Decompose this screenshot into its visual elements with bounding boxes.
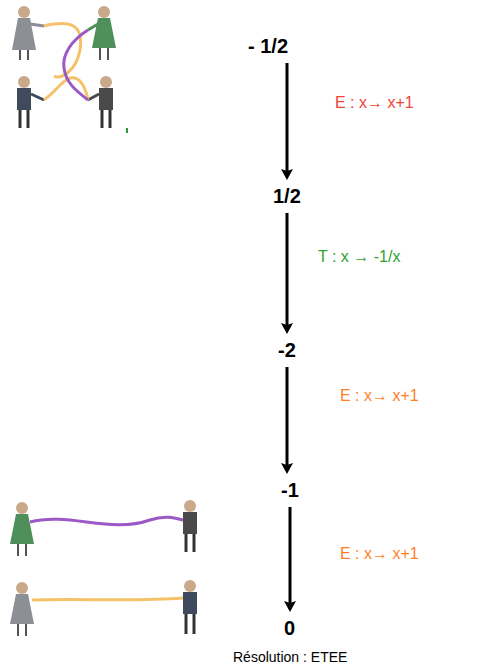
- caption: Résolution : ETEE: [233, 649, 347, 665]
- tangled-dancers: [12, 6, 128, 133]
- fraction-value: -2: [278, 339, 296, 362]
- value-node: -1: [281, 479, 299, 502]
- fraction-value: 0: [284, 617, 295, 640]
- edge-label: E : x→ x+1: [340, 545, 419, 563]
- value-node: - 1/2: [248, 35, 288, 58]
- transform-arrow: [284, 507, 296, 612]
- value-node: 0: [284, 617, 295, 640]
- value-node: -2: [278, 339, 296, 362]
- value-node: 1/2: [273, 185, 301, 208]
- transform-arrow: [281, 63, 293, 180]
- fraction-value: -1: [281, 479, 299, 502]
- fraction-value: 1/2: [273, 185, 301, 208]
- edge-label: T : x → -1/x: [318, 248, 400, 266]
- untangled-dancers: [10, 500, 197, 636]
- fraction-value: - 1/2: [248, 35, 288, 58]
- transform-arrow: [281, 213, 293, 334]
- edge-label: E : x→ x+1: [335, 94, 414, 112]
- edge-label: E : x→ x+1: [340, 387, 419, 405]
- transform-arrow: [281, 367, 293, 474]
